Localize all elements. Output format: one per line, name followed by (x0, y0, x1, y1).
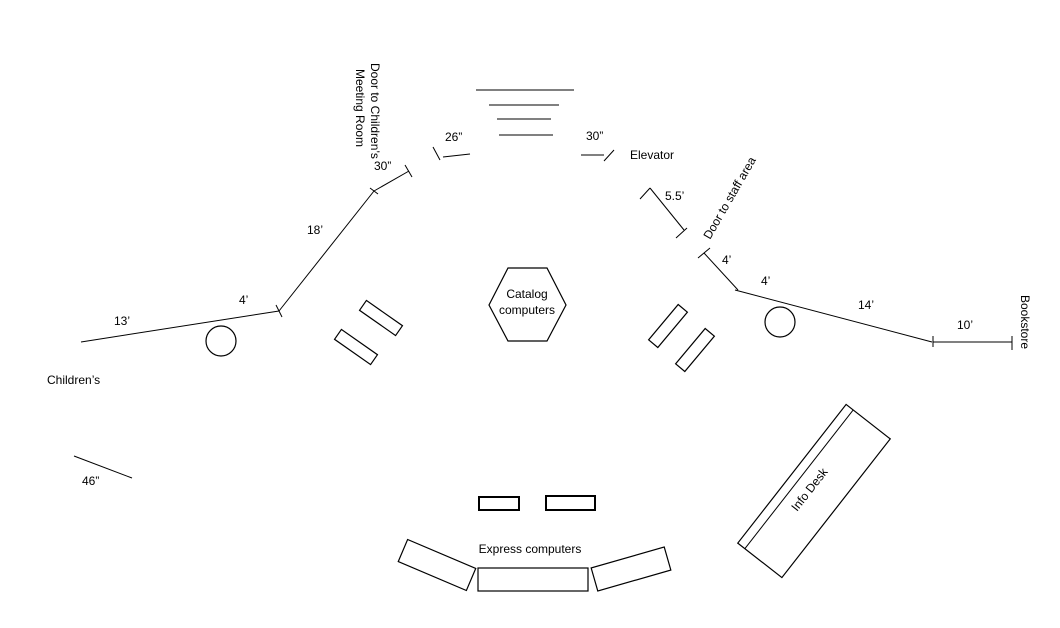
info-desk (736, 403, 892, 579)
table-right-1 (647, 303, 689, 349)
table-left-2 (333, 328, 379, 366)
measure-4ft-right: 4’ (761, 274, 770, 288)
catalog-computers-label-line2: computers (499, 303, 555, 317)
right-tables (647, 303, 716, 373)
measure-4ft-left: 4’ (239, 293, 248, 307)
measure-14ft: 14’ (858, 298, 874, 312)
door-staff-area-label: Door to staff area (700, 154, 759, 241)
express-left-table (397, 538, 477, 592)
express-long-table (477, 567, 589, 592)
bookstore-label: Bookstore (1018, 295, 1032, 349)
left-tables (333, 299, 404, 366)
left-wall (80, 146, 471, 343)
catalog-computers-hexagon (488, 267, 567, 342)
measure-26in: 26” (445, 130, 462, 144)
stairs (476, 89, 574, 136)
pillar-left (205, 325, 237, 357)
express-small-left (478, 496, 520, 511)
express-small-right (545, 495, 596, 511)
catalog-computers-label-line1: Catalog (506, 287, 547, 301)
door-childrens-meeting-room-label-line2: Meeting Room (353, 69, 367, 147)
opening-46-line (73, 455, 133, 479)
measure-10ft: 10’ (957, 318, 973, 332)
express-computers (397, 495, 672, 592)
measure-4ft-staff: 4’ (722, 253, 731, 267)
childrens-label: Children’s (47, 373, 100, 387)
door-childrens-meeting-room-label-line1: Door to Children’s (368, 63, 382, 159)
measure-13ft: 13’ (114, 314, 130, 328)
right-walls (581, 149, 1013, 350)
table-right-2 (674, 327, 716, 373)
pillar-right (764, 306, 796, 338)
express-right-table (590, 546, 672, 592)
elevator-label: Elevator (630, 148, 674, 162)
express-computers-label: Express computers (479, 542, 582, 556)
measure-5-5ft: 5.5’ (665, 189, 684, 203)
table-left-1 (358, 299, 404, 337)
measure-18ft: 18’ (307, 223, 323, 237)
measure-30in-door: 30” (374, 159, 391, 173)
measure-46in: 46” (82, 474, 99, 488)
measure-30in-elevator: 30” (586, 129, 603, 143)
